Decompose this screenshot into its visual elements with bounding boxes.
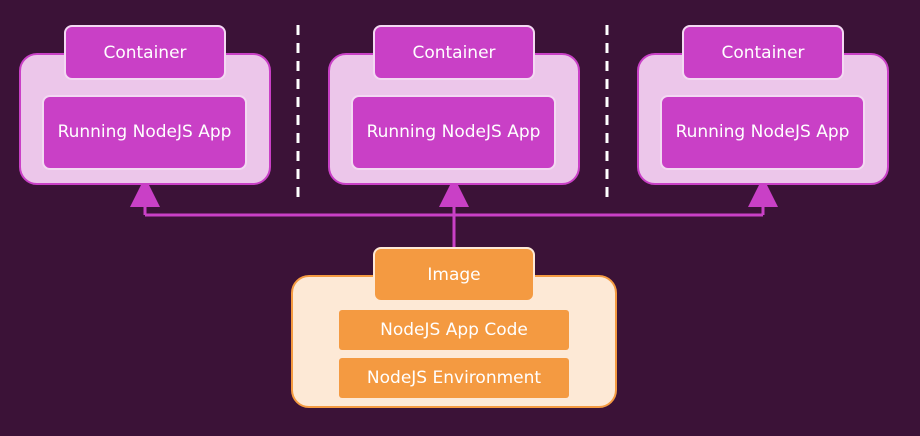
container-content-text-2: Running NodeJS App (366, 122, 541, 142)
image-layer-app-code-text: NodeJS App Code (380, 320, 528, 340)
container-content-2: Running NodeJS App (351, 95, 556, 170)
container-label-text-3: Container (721, 42, 805, 63)
container-label-text-1: Container (103, 42, 187, 63)
container-label-3: Container (682, 25, 844, 80)
image-layer-environment-text: NodeJS Environment (366, 368, 542, 388)
image-label: Image (373, 247, 535, 302)
container-label-2: Container (373, 25, 535, 80)
image-layer-environment: NodeJS Environment (339, 358, 569, 398)
container-content-1: Running NodeJS App (42, 95, 247, 170)
container-content-text-3: Running NodeJS App (675, 122, 850, 142)
container-content-3: Running NodeJS App (660, 95, 865, 170)
container-content-text-1: Running NodeJS App (57, 122, 232, 142)
image-layer-app-code: NodeJS App Code (339, 310, 569, 350)
container-label-text-2: Container (412, 42, 496, 63)
container-label-1: Container (64, 25, 226, 80)
image-label-text: Image (427, 264, 481, 285)
